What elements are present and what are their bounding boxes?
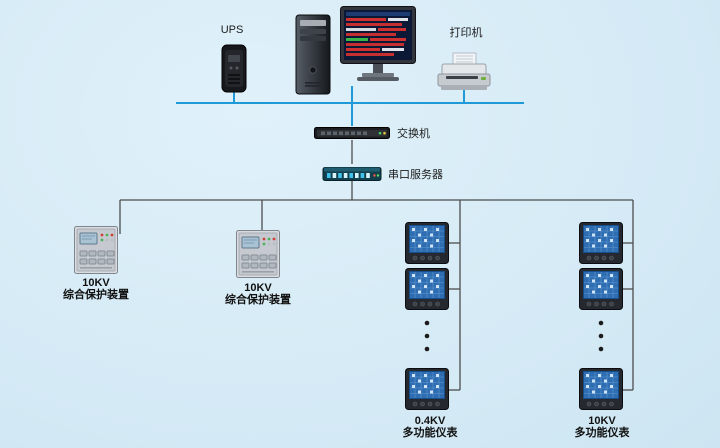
- printer-icon: [436, 52, 492, 92]
- protection-2-name: 综合保护装置: [225, 294, 291, 306]
- printer-label: 打印机: [449, 27, 483, 39]
- meter-04kv-2-icon: [405, 268, 449, 310]
- protection-2-voltage: 10KV: [244, 282, 272, 294]
- ellipsis-dots: [424, 320, 604, 352]
- meters-10kv-name: 多功能仪表: [574, 427, 630, 439]
- protection-1-name: 综合保护装置: [63, 289, 129, 301]
- meters-04kv-voltage: 0.4KV: [414, 415, 446, 427]
- switch-label: 交换机: [397, 128, 430, 140]
- meter-10kv-3-icon: [579, 368, 623, 410]
- meter-10kv-1-icon: [579, 222, 623, 264]
- network-switch-icon: [314, 124, 390, 140]
- meters-10kv-voltage: 10KV: [588, 415, 616, 427]
- computer-tower-icon: [293, 14, 333, 96]
- protection-device-2-icon: [236, 230, 280, 278]
- ups-device-icon: [218, 44, 250, 94]
- field-bus-lines: [119, 140, 634, 391]
- meters-04kv-name: 多功能仪表: [402, 427, 458, 439]
- computer-monitor-icon: [340, 6, 416, 90]
- protection-device-1-icon: [74, 226, 118, 274]
- meter-10kv-2-icon: [579, 268, 623, 310]
- meter-04kv-1-icon: [405, 222, 449, 264]
- serial-server-icon: [322, 162, 382, 182]
- protection-1-voltage: 10KV: [82, 277, 110, 289]
- meter-04kv-3-icon: [405, 368, 449, 410]
- serial-server-label: 串口服务器: [388, 169, 443, 181]
- protection-2-label: 10KV 综合保护装置: [225, 282, 291, 306]
- meters-10kv-label: 10KV 多功能仪表: [575, 415, 630, 439]
- protection-1-label: 10KV 综合保护装置: [63, 277, 129, 301]
- ups-label: UPS: [220, 24, 244, 36]
- meters-04kv-label: 0.4KV 多功能仪表: [403, 415, 458, 439]
